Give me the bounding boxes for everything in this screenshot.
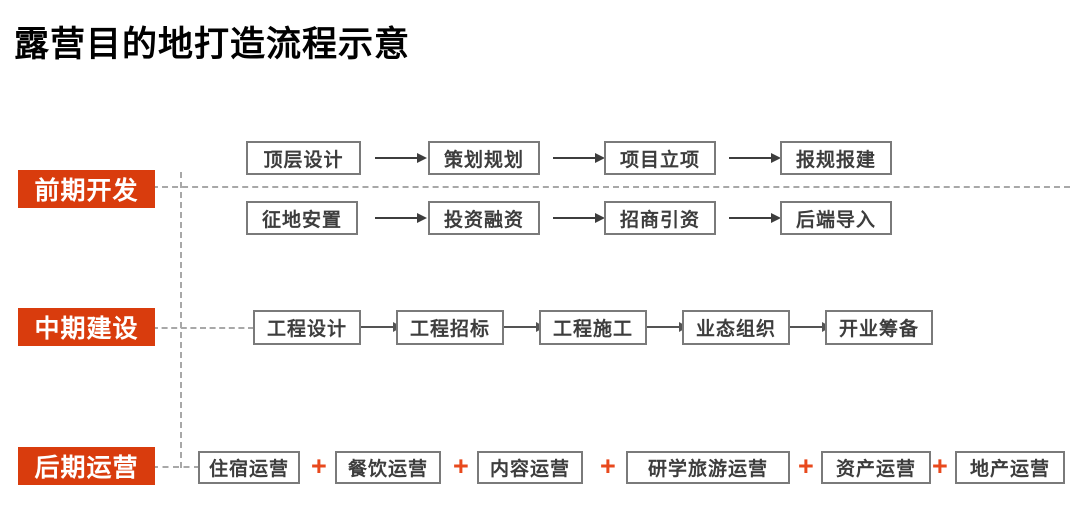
arrow-early-r2-2 — [553, 211, 605, 225]
node-middle-1[interactable]: 工程设计 — [253, 310, 361, 345]
arrow-early-r2-3 — [729, 211, 781, 225]
node-middle-3[interactable]: 工程施工 — [539, 310, 647, 345]
node-late-3[interactable]: 内容运营 — [477, 451, 583, 484]
node-early-r2-3[interactable]: 招商引资 — [604, 201, 716, 235]
node-early-r1-3[interactable]: 项目立项 — [604, 141, 716, 175]
node-early-r2-2[interactable]: 投资融资 — [428, 201, 540, 235]
page-title: 露营目的地打造流程示意 — [14, 25, 411, 64]
plus-sign-1: + — [311, 451, 327, 481]
node-late-1[interactable]: 住宿运营 — [198, 451, 300, 484]
arrow-early-r1-2 — [553, 151, 605, 165]
dashed-vertical-spine — [180, 172, 182, 468]
node-early-r2-4[interactable]: 后端导入 — [780, 201, 892, 235]
dashed-divider-top — [152, 186, 1070, 188]
node-late-4[interactable]: 研学旅游运营 — [626, 451, 790, 484]
node-early-r1-2[interactable]: 策划规划 — [428, 141, 540, 175]
dashed-connector-middle — [152, 327, 254, 329]
arrow-early-r1-3 — [729, 151, 781, 165]
plus-sign-5: + — [932, 451, 948, 481]
node-early-r1-1[interactable]: 顶层设计 — [246, 141, 361, 175]
stage-label-middle[interactable]: 中期建设 — [18, 308, 155, 346]
stage-label-late[interactable]: 后期运营 — [18, 447, 155, 485]
arrow-early-r2-1 — [375, 211, 427, 225]
plus-sign-4: + — [798, 451, 814, 481]
node-late-6[interactable]: 地产运营 — [955, 451, 1065, 484]
node-early-r2-1[interactable]: 征地安置 — [246, 201, 358, 235]
plus-sign-3: + — [600, 451, 616, 481]
arrow-early-r1-1 — [375, 151, 427, 165]
node-middle-2[interactable]: 工程招标 — [396, 310, 504, 345]
node-middle-4[interactable]: 业态组织 — [682, 310, 790, 345]
stage-label-early[interactable]: 前期开发 — [18, 170, 155, 208]
node-late-2[interactable]: 餐饮运营 — [335, 451, 441, 484]
dashed-connector-bottom — [152, 466, 200, 468]
node-middle-5[interactable]: 开业筹备 — [825, 310, 933, 345]
node-early-r1-4[interactable]: 报规报建 — [780, 141, 892, 175]
node-late-5[interactable]: 资产运营 — [821, 451, 931, 484]
plus-sign-2: + — [453, 451, 469, 481]
